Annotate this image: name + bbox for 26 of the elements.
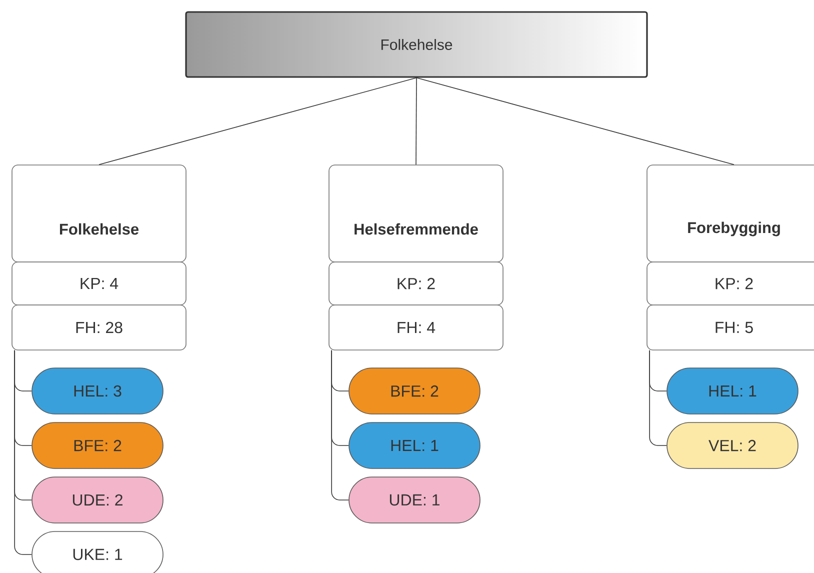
tag-pill: HEL: 3 bbox=[32, 368, 164, 414]
connector-line bbox=[14, 350, 32, 555]
tag-pill: BFE: 2 bbox=[348, 368, 480, 414]
count-box: KP: 2 bbox=[646, 262, 814, 306]
connector-line bbox=[649, 350, 667, 446]
tag-pill: UDE: 1 bbox=[348, 476, 480, 524]
tag-pill: VEL: 2 bbox=[666, 422, 798, 469]
connector-line bbox=[98, 77, 417, 165]
connector-line bbox=[416, 77, 734, 165]
category-box: Folkehelse bbox=[12, 164, 186, 262]
category-box: Forebygging bbox=[646, 164, 814, 262]
tag-pill: UDE: 2 bbox=[32, 476, 164, 524]
tag-pill: HEL: 1 bbox=[348, 422, 480, 469]
connector-line bbox=[416, 77, 417, 165]
tag-pill: BFE: 2 bbox=[32, 422, 164, 469]
connector-line bbox=[331, 350, 349, 500]
category-box: Helsefremmende bbox=[328, 164, 504, 262]
tag-pill: UKE: 1 bbox=[32, 531, 164, 573]
count-box: FH: 5 bbox=[646, 304, 814, 350]
count-box: KP: 4 bbox=[12, 262, 186, 306]
title-box: Folkehelse bbox=[185, 11, 648, 78]
tag-pill: HEL: 1 bbox=[666, 368, 798, 414]
node-label: KP: 2 bbox=[716, 278, 753, 290]
count-box: FH: 28 bbox=[12, 304, 186, 350]
count-box: KP: 2 bbox=[328, 262, 504, 306]
count-box: FH: 4 bbox=[328, 304, 504, 350]
